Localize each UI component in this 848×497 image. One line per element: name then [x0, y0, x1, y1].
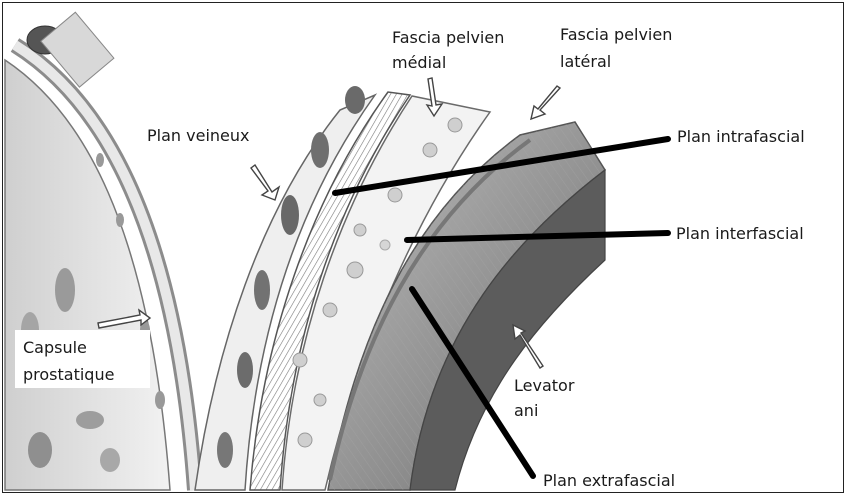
label-plan-intrafascial: Plan intrafascial [677, 127, 805, 146]
label-fascia-lateral-1: Fascia pelvien [560, 25, 672, 44]
label-levator-1: Levator [514, 376, 575, 395]
prostate-tissue [5, 12, 195, 490]
label-fascia-medial-2: médial [392, 53, 446, 72]
label-fascia-medial-1: Fascia pelvien [392, 28, 504, 47]
label-fascia-lateral-2: latéral [560, 52, 611, 71]
arrow-venous [251, 165, 279, 200]
arrow-lateral-fascia [531, 86, 560, 119]
label-levator-2: ani [514, 401, 538, 420]
label-plan-extrafascial: Plan extrafascial [543, 471, 675, 490]
label-plan-veineux: Plan veineux [147, 126, 249, 145]
label-capsule-2: prostatique [23, 365, 114, 384]
label-capsule-1: Capsule [23, 338, 87, 357]
label-plan-interfascial: Plan interfascial [676, 224, 804, 243]
